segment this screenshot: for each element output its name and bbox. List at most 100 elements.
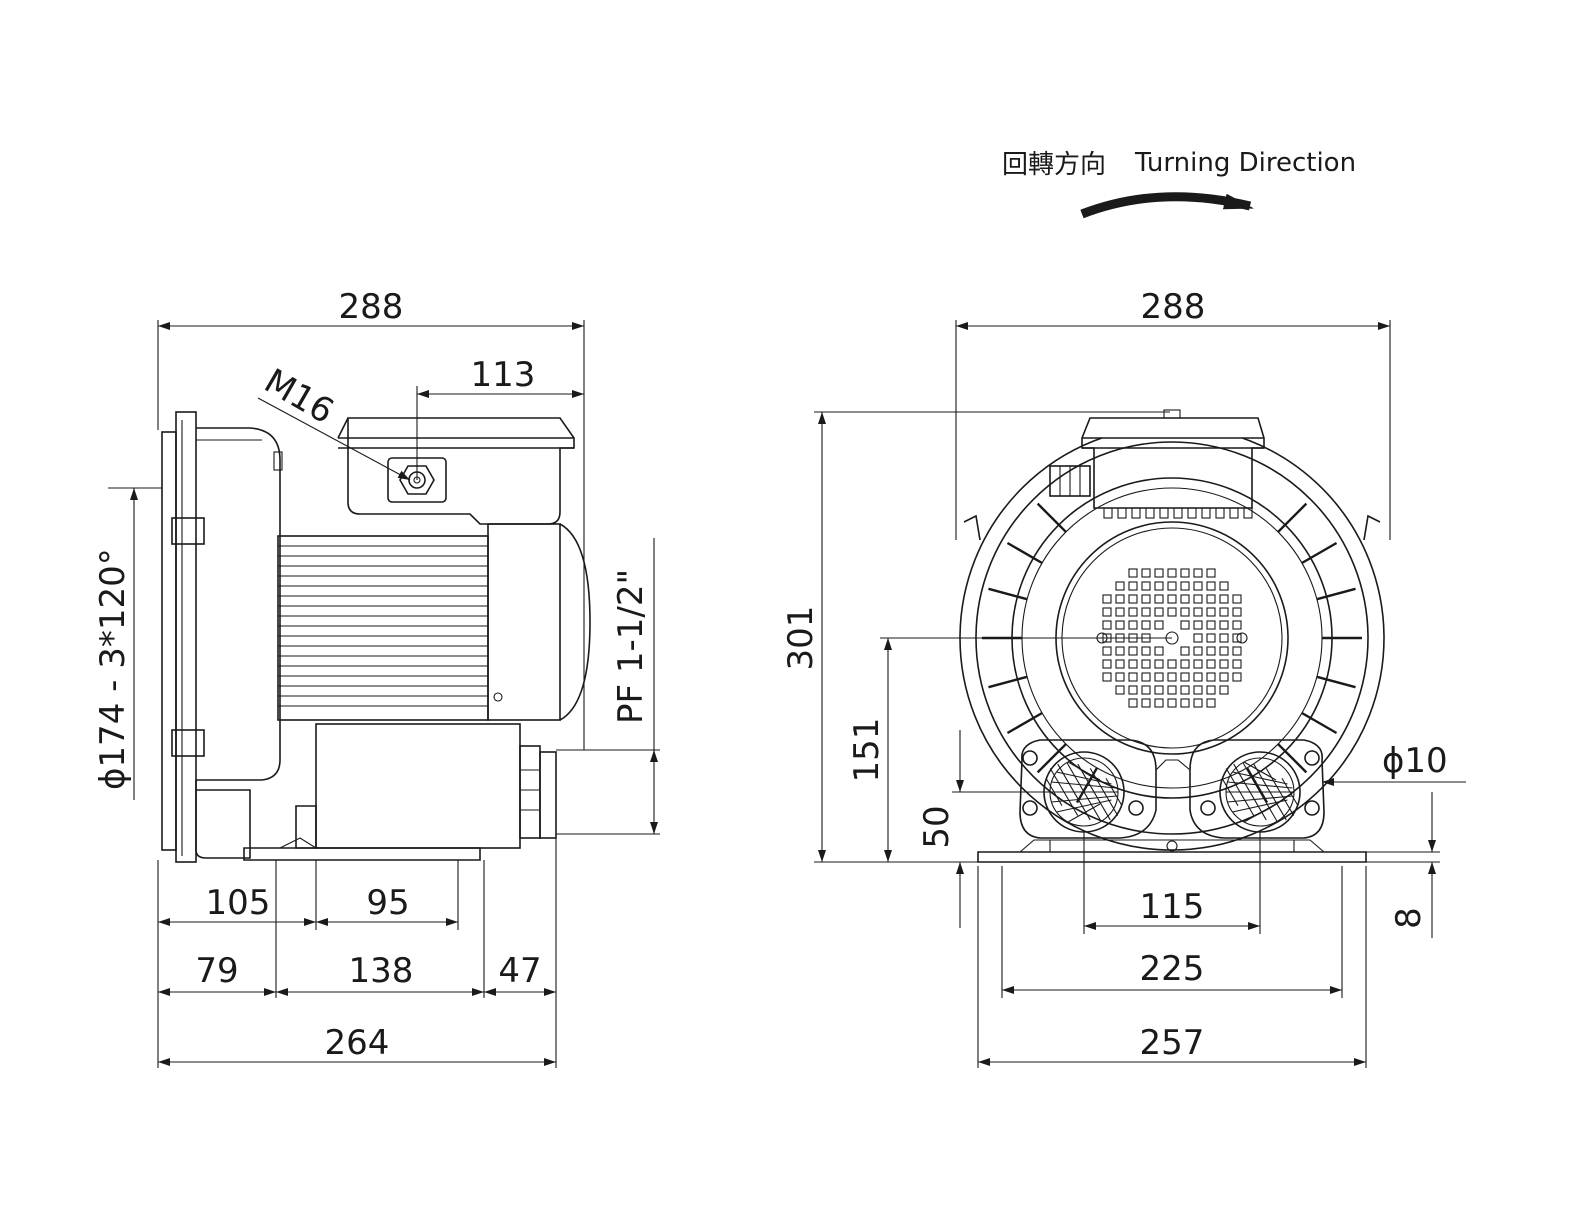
grille-square <box>1193 581 1203 591</box>
grille-square <box>1193 672 1203 682</box>
flange-plate <box>161 411 205 863</box>
mesh-line <box>1253 763 1287 821</box>
fan-grille <box>1102 568 1242 708</box>
side-base-79: 79 <box>195 951 238 991</box>
mesh-line <box>1056 799 1112 813</box>
grille-square <box>1102 646 1112 656</box>
grille-square <box>1128 685 1138 695</box>
grille-square <box>1193 594 1203 604</box>
rotation-arrow-tail <box>1159 193 1254 210</box>
grille-square <box>1219 633 1229 643</box>
grille-square <box>1193 685 1203 695</box>
grille-square <box>1193 698 1203 708</box>
front-base-width: 257 <box>1140 1023 1205 1063</box>
grille-square <box>1180 594 1190 604</box>
grille-square <box>1180 685 1190 695</box>
grille-square <box>1232 620 1242 630</box>
tooth <box>1243 507 1253 519</box>
rib-line <box>1036 743 1067 774</box>
terminal-box-front <box>1049 409 1265 519</box>
grille-square <box>1128 594 1138 604</box>
grille-square <box>1154 594 1164 604</box>
grille-square <box>1180 581 1190 591</box>
mesh-line <box>1227 795 1293 803</box>
grille-square <box>1167 607 1177 617</box>
grille-square <box>1141 620 1151 630</box>
grille-square <box>1193 568 1203 578</box>
grille-square <box>1141 698 1151 708</box>
side-dimensions: 288 113 M16 ϕ174 - 3*120° PF 1-1/2" <box>93 287 660 1068</box>
tooth <box>1187 507 1197 519</box>
grille-square <box>1180 607 1190 617</box>
grille-square <box>1167 685 1177 695</box>
rib-line <box>1316 587 1356 601</box>
grille-square <box>1206 581 1216 591</box>
tooth <box>1117 507 1127 519</box>
terminal-box <box>337 417 575 525</box>
grille-square <box>1102 659 1112 669</box>
grille-square <box>1219 581 1229 591</box>
grille-square <box>1180 620 1190 630</box>
grille-square <box>1141 685 1151 695</box>
front-port-height: 50 <box>917 805 957 848</box>
grille-square <box>1115 646 1125 656</box>
grille-square <box>1206 633 1216 643</box>
grille-square <box>1115 581 1125 591</box>
grille-square <box>1206 646 1216 656</box>
grille-square <box>1141 581 1151 591</box>
cooling-fins <box>278 545 488 707</box>
grille-square <box>1219 659 1229 669</box>
grille-square <box>1206 607 1216 617</box>
grille-square <box>1102 672 1112 682</box>
grille-square <box>1219 646 1229 656</box>
rib-line <box>988 587 1028 601</box>
rib-line <box>1277 743 1308 774</box>
grille-square <box>1167 698 1177 708</box>
grille-square <box>1154 672 1164 682</box>
front-mount-spacing: 225 <box>1140 949 1205 989</box>
tooth <box>1201 507 1211 519</box>
mesh-line <box>1232 771 1288 785</box>
grille-square <box>1193 659 1203 669</box>
grille-square <box>1232 672 1242 682</box>
grille-square <box>1206 659 1216 669</box>
grille-square <box>1219 607 1229 617</box>
rib-line <box>1316 675 1356 689</box>
mesh-line <box>1105 777 1123 807</box>
grille-square <box>1219 672 1229 682</box>
side-port-thread: PF 1-1/2" <box>611 569 651 724</box>
grille-square <box>1154 568 1164 578</box>
grille-square <box>1128 659 1138 669</box>
tooth <box>1159 507 1169 519</box>
grille-square <box>1141 607 1151 617</box>
rib-line <box>1301 711 1338 735</box>
grille-square <box>1141 594 1151 604</box>
side-base-95: 95 <box>366 883 409 923</box>
side-base-47: 47 <box>498 951 541 991</box>
grille-square <box>1128 568 1138 578</box>
mesh-line <box>1243 803 1277 823</box>
grille-square <box>1232 646 1242 656</box>
grille-square <box>1232 607 1242 617</box>
grille-square <box>1128 607 1138 617</box>
tooth <box>1145 507 1155 519</box>
grille-square <box>1154 685 1164 695</box>
grille-square <box>1232 594 1242 604</box>
grille-square <box>1193 646 1203 656</box>
grille-square <box>1154 620 1164 630</box>
grille-square <box>1115 672 1125 682</box>
tooth <box>1131 507 1141 519</box>
grille-square <box>1141 568 1151 578</box>
grille-square <box>1206 620 1216 630</box>
outlet-mesh <box>1221 761 1299 823</box>
side-flange-diameter: ϕ174 - 3*120° <box>93 548 133 790</box>
grille-square <box>1180 698 1190 708</box>
fan-cover <box>1055 521 1289 755</box>
grille-square <box>1115 620 1125 630</box>
front-port-spacing: 115 <box>1140 887 1205 927</box>
front-hole-diameter: ϕ10 <box>1382 741 1448 781</box>
grille-square <box>1154 646 1164 656</box>
turning-direction-zh: 回轉方向 <box>1002 150 1106 180</box>
grille-square <box>1128 620 1138 630</box>
